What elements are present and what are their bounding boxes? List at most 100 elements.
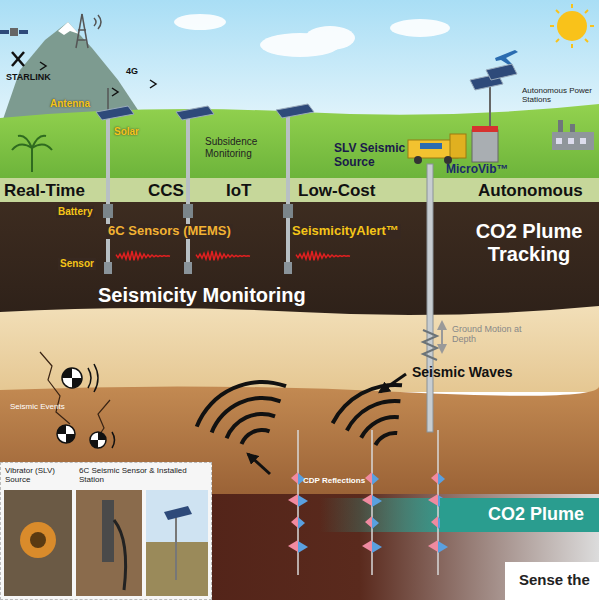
factory [552,120,594,150]
art-shape [62,368,82,388]
art-shape [103,204,113,218]
signal-marks [40,62,156,96]
art-shape [0,30,9,34]
cdp-traces [288,430,448,575]
component-label: Autonomous Power Stations [522,86,594,104]
wave-arrow [380,374,406,392]
brand-label: STARLINK [6,72,51,82]
art-shape [276,104,314,118]
art-shape [175,512,177,580]
art-shape [374,431,398,446]
art-shape [286,116,290,264]
component-label: SLV Seismic Source [334,142,406,170]
art-shape [82,14,88,48]
art-shape [288,494,298,506]
art-shape [30,532,46,548]
art-shape [362,540,372,552]
art-shape [184,262,192,274]
art-shape [550,4,594,48]
cell-tower [76,14,101,48]
art-shape [240,428,271,445]
annotation-label: Seismic Waves [412,364,513,380]
art-shape [88,368,91,388]
monitoring-well [423,164,437,432]
art-shape [345,399,400,431]
art-shape [40,352,70,424]
sand-layer [0,306,599,392]
art-shape [291,472,298,484]
art-shape [372,517,379,529]
component-label: Sensor [58,258,96,270]
art-shape [450,134,466,158]
art-shape [94,18,96,26]
art-shape [431,472,438,484]
art-shape [365,516,372,528]
art-shape [365,472,372,484]
art-shape [19,30,28,34]
art-shape [472,130,498,162]
art-shape [556,10,559,13]
art-shape [96,88,134,274]
sun [550,4,594,48]
art-shape [90,432,106,448]
node-text: 6C Seismic Sensor & Installed Station [79,466,207,484]
art-shape [78,29,86,31]
art-shape [77,39,87,41]
art-shape [107,88,109,110]
art-shape [20,522,56,558]
art-shape [12,144,32,150]
vibrator-truck [408,134,466,164]
art-shape [96,106,134,120]
wave-arrow [248,454,270,474]
product-label: MicroVib™ [446,163,508,177]
component-label: Antenna [50,98,90,110]
art-shape [32,144,52,150]
snow-cap [58,22,79,35]
art-shape [102,500,114,562]
sensor-traces [116,251,350,260]
section-heading: Seismicity Monitoring [98,284,306,307]
art-shape [183,204,193,218]
art-shape [298,495,308,507]
art-shape [568,138,574,144]
annotation-label: Ground Motion at Depth [452,324,524,345]
tagline-box: Sense the [505,562,599,600]
art-shape [390,19,450,37]
art-shape [331,383,402,424]
clouds [174,14,450,57]
art-shape [196,251,250,260]
product-label: SeismicityAlert™ [290,224,401,239]
mountain [0,22,150,128]
art-shape [571,44,573,48]
feature-label: Autonomous [476,181,585,201]
art-shape [590,25,594,27]
feature-label: IoT [224,181,254,201]
art-shape [195,380,287,427]
topsoil-layer [0,202,599,317]
art-shape [88,364,115,448]
art-shape [298,541,308,553]
palm [12,136,52,172]
power-station [470,64,517,162]
node-text: Sense the [519,571,595,588]
art-shape [284,262,292,274]
art-shape [150,80,156,88]
art-shape [210,396,281,433]
art-shape [585,10,588,13]
art-shape [114,520,126,590]
art-shape [76,14,82,48]
art-shape [288,540,298,552]
component-label: Battery [56,206,94,218]
art-shape [296,251,350,260]
art-shape [112,432,115,448]
art-shape [556,39,559,42]
grass [0,104,599,180]
photos [4,490,208,596]
art-shape [62,368,82,388]
node-text: Vibrator (SLV) Source [5,466,73,484]
art-shape [12,52,24,66]
art-shape [116,251,170,260]
art-shape [558,120,563,132]
art-shape [428,540,438,552]
art-shape [427,164,433,432]
